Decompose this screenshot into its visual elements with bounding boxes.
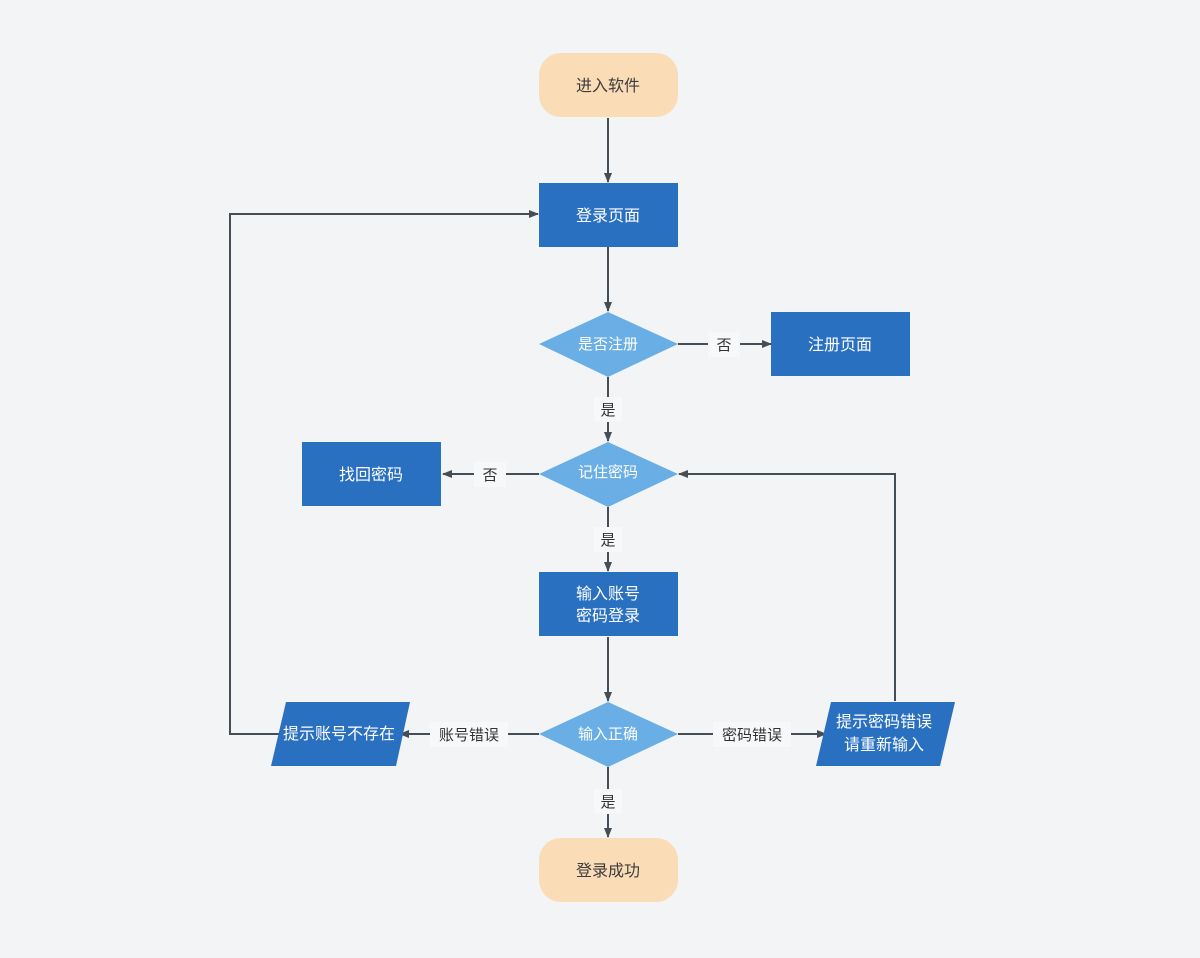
node-account-not-exist-label: 提示账号不存在 — [283, 724, 395, 743]
edge-label-yes-remember: 是 — [600, 531, 615, 549]
node-register-page: 注册页面 — [771, 312, 910, 376]
edge-label-no-remember: 否 — [482, 466, 497, 484]
node-input-correct-label: 输入正确 — [578, 725, 638, 743]
node-password-error-line1: 提示密码错误 — [836, 712, 932, 731]
node-login-success-label: 登录成功 — [576, 861, 640, 880]
node-remember-password: 记住密码 — [539, 442, 678, 507]
edge-label-yes-register: 是 — [600, 401, 615, 419]
node-start-label: 进入软件 — [576, 76, 640, 95]
node-input-credentials: 输入账号 密码登录 — [539, 572, 678, 636]
node-login-success: 登录成功 — [539, 838, 678, 902]
edge-label-no-register: 否 — [716, 336, 731, 354]
node-is-registered-label: 是否注册 — [578, 335, 638, 353]
node-remember-password-label: 记住密码 — [578, 463, 638, 481]
node-login-page-label: 登录页面 — [576, 206, 640, 225]
node-is-registered: 是否注册 — [539, 312, 678, 377]
edge-account-error-to-login — [229, 210, 539, 735]
edge-label-password-error: 密码错误 — [722, 726, 782, 744]
edge-label-account-error: 账号错误 — [439, 726, 499, 744]
node-password-error-line2: 请重新输入 — [844, 735, 924, 754]
edge-labels: 否 是 否 是 账号错误 密码错误 是 — [430, 332, 791, 814]
node-account-not-exist: 提示账号不存在 — [271, 702, 410, 766]
node-recover-password-label: 找回密码 — [339, 465, 403, 484]
edge-label-yes-correct: 是 — [600, 793, 615, 811]
node-password-error: 提示密码错误 请重新输入 — [816, 702, 955, 766]
node-input-credentials-line1: 输入账号 — [576, 584, 640, 603]
node-input-credentials-line2: 密码登录 — [576, 606, 640, 625]
node-input-correct: 输入正确 — [539, 702, 678, 767]
node-start: 进入软件 — [539, 53, 678, 117]
node-recover-password: 找回密码 — [302, 442, 441, 506]
edge-password-error-to-remember — [678, 470, 896, 701]
node-register-page-label: 注册页面 — [808, 335, 872, 354]
node-login-page: 登录页面 — [539, 183, 678, 247]
